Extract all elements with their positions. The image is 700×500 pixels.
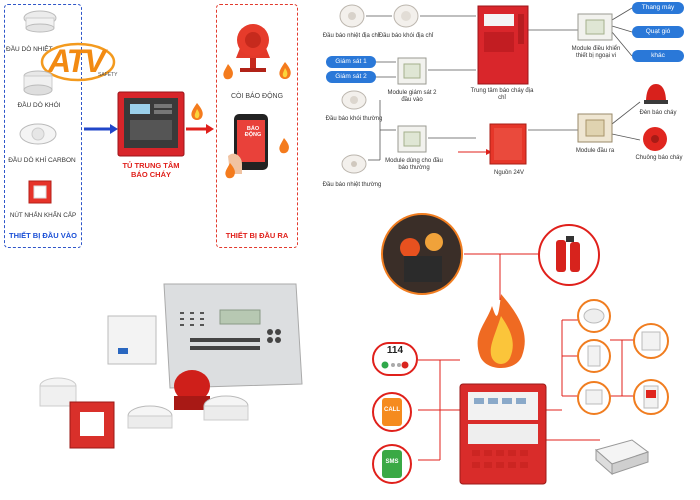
addressable-smoke-detector-icon [393,4,419,28]
firefighters-photo [381,213,463,295]
module-conventional-icon [397,125,427,153]
addressable-heat-label: Đầu báo nhiệt địa chỉ [322,33,380,39]
atv-logo: ATV SAFETY [38,40,120,86]
monitor-2-pill: Giám sát 2 [326,71,376,83]
fire-alarm-cabinet-icon [117,91,185,157]
conventional-smoke-label: Đầu báo khói thường [325,116,383,122]
gas-detector-circle-icon [633,323,669,359]
siren-circle-icon [633,379,669,415]
phone-dots-icon [381,361,409,369]
module-conventional-label: Module dùng cho đầu báo thường [385,158,443,171]
arrow-to-panel-icon [84,124,118,134]
module-control-icon [577,13,613,41]
output-devices-box [216,4,298,248]
power-supply-icon [489,123,527,165]
output-devices-title: THIẾT BỊ ĐẦU RA [225,231,289,240]
addressable-smoke-label: Đầu báo khói địa chỉ [378,33,434,39]
heat-detector-circle-icon [577,381,611,415]
door-contact-circle-icon [577,339,611,373]
siren-label: CÒI BÁO ĐỘNG [230,93,284,100]
monitor-1-pill: Giám sát 1 [326,56,376,68]
fire-cabinet-label-1: TỦ TRUNG TÂM [122,161,180,170]
addressable-cabinet-icon [477,5,529,85]
atv-logo-text: ATV [48,43,106,79]
atv-logo-sub: SAFETY [98,72,118,78]
flame-icon [225,163,235,179]
fan-pill: Quạt gió [632,26,684,38]
heat-detector-icon [23,10,57,33]
fire-lamp-label: Đèn báo cháy [639,110,677,116]
conventional-heat-label: Đầu báo nhiệt thường [322,182,382,188]
battery-box-icon [594,439,650,476]
addressable-cabinet-label: Trung tâm báo cháy địa chỉ [470,88,534,101]
conventional-fire-panel-icon [459,383,547,485]
module-output-icon [577,113,613,143]
big-flame-icon [477,294,525,368]
sms-icon-phone [382,450,402,478]
fire-bell-label: Chuông báo cháy [635,155,683,161]
call-icon-phone [382,398,402,426]
smoke-detector-label: ĐẦU DÒ KHÓI [17,102,61,109]
fire-alarm-product-photo [39,283,303,449]
flame-icon [279,62,291,79]
conventional-smoke-detector-icon [341,90,367,110]
flame-icon [191,103,203,120]
input-devices-title: THIẾT BỊ ĐẦU VÀO [9,231,77,240]
power-supply-label: Nguồn 24V [493,170,525,176]
smoke-detector-icon [23,70,53,96]
manual-call-point-label: NÚT NHẤN KHẨN CẤP [9,212,77,219]
siren-icon [236,24,270,72]
smoke-detector-circle-icon [577,299,611,333]
conventional-heat-detector-icon [341,154,367,174]
module-monitor-icon [397,57,427,85]
flame-icon [279,138,289,154]
call-114-text: 114 [386,345,404,356]
carbon-detector-label: ĐẦU DÒ KHÍ CARBON [8,157,76,164]
call-label: CALL [384,407,400,413]
elevator-pill: Thang máy [632,2,684,14]
fire-cabinet-label-2: BÁO CHÁY [130,170,171,179]
input-devices-box [4,4,82,248]
module-output-label: Module đầu ra [575,148,615,154]
arrow-to-outputs-icon [186,124,214,134]
addressable-heat-detector-icon [339,4,365,28]
carbon-detector-icon [19,123,57,145]
fire-extinguisher-icon [538,224,600,286]
module-monitor-label: Module giám sát 2 đầu vào [387,90,437,103]
call-114-icon [372,342,418,376]
heat-detector-label: ĐẦU DÒ NHIỆT [6,46,53,53]
module-control-label: Module điều khiển thiết bị ngoại vi [571,46,621,59]
flame-icon [223,64,233,80]
phone-alert-text: BÁO ĐỘNG [244,126,262,138]
other-pill: khác [632,50,684,62]
manual-call-point-icon [28,180,52,204]
fire-bell-icon [643,127,667,151]
fire-lamp-icon [644,84,668,104]
sms-label: SMS [385,459,399,465]
